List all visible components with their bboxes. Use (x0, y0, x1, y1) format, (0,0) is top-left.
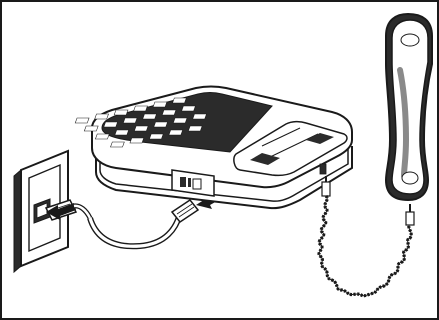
modular-cord-icon (44, 191, 226, 250)
handset-icon (384, 12, 433, 202)
wall-jack-icon (13, 149, 69, 274)
coiled-cord-icon (317, 176, 415, 298)
rj11-port-icon (171, 169, 215, 197)
desk-phone-base-icon (74, 85, 353, 210)
